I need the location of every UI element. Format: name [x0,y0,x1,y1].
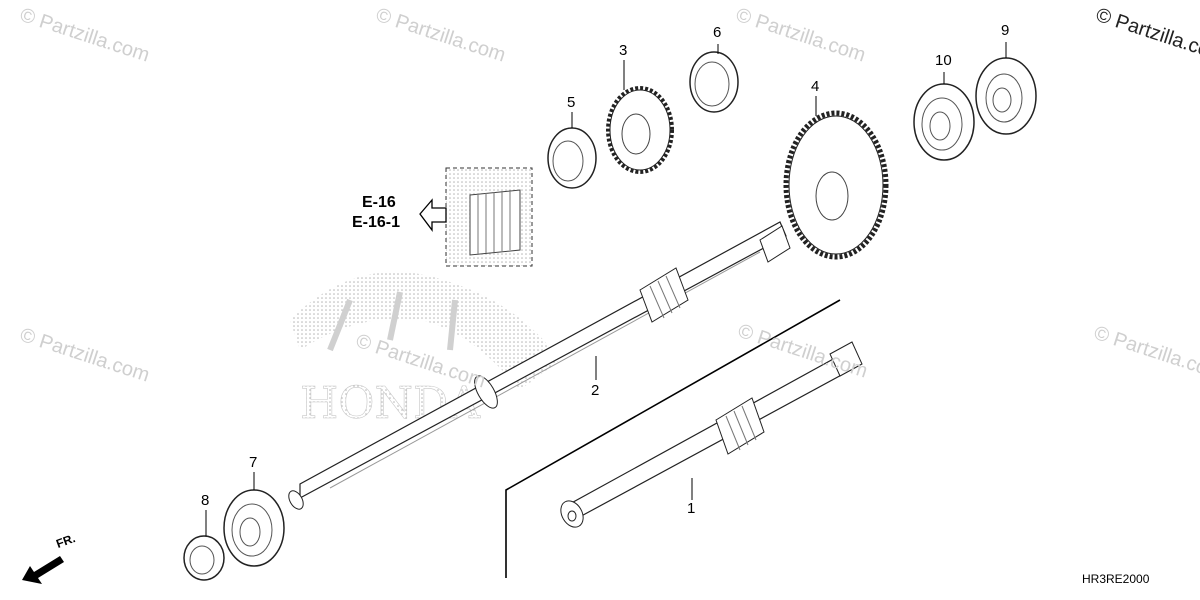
callout-number: 2 [591,382,600,399]
shaft-1 [560,341,863,528]
reference-shaft-box [445,167,533,267]
collar-6 [689,51,739,113]
bearing-10 [913,83,975,161]
callout-number: 8 [201,492,210,509]
diagram-code: HR3RE2000 [1082,572,1150,586]
bearing-7 [223,489,285,567]
callout-number: 1 [687,500,696,517]
callout-number: 5 [567,94,576,111]
gear-3 [606,86,674,174]
reference-label: E-16-1 [352,214,401,231]
callout-number: 3 [619,42,628,59]
callout-number: 4 [811,78,820,95]
frame-line [505,299,841,578]
leader-lines [205,42,1007,536]
callout-number: 7 [249,454,258,471]
brand-logo: HONDA [290,271,560,429]
shaft-2 [288,221,791,510]
callout-number: 9 [1001,22,1010,39]
oil-seal-5 [547,127,597,189]
callout-number: 10 [935,52,952,69]
reference-label: E-16 [362,194,396,211]
gear-4 [783,110,889,260]
front-direction-arrow [22,556,64,584]
reference-arrow [419,198,447,232]
bearing-9 [975,57,1037,135]
callout-number: 6 [713,24,722,41]
oil-seal-8 [183,535,225,581]
